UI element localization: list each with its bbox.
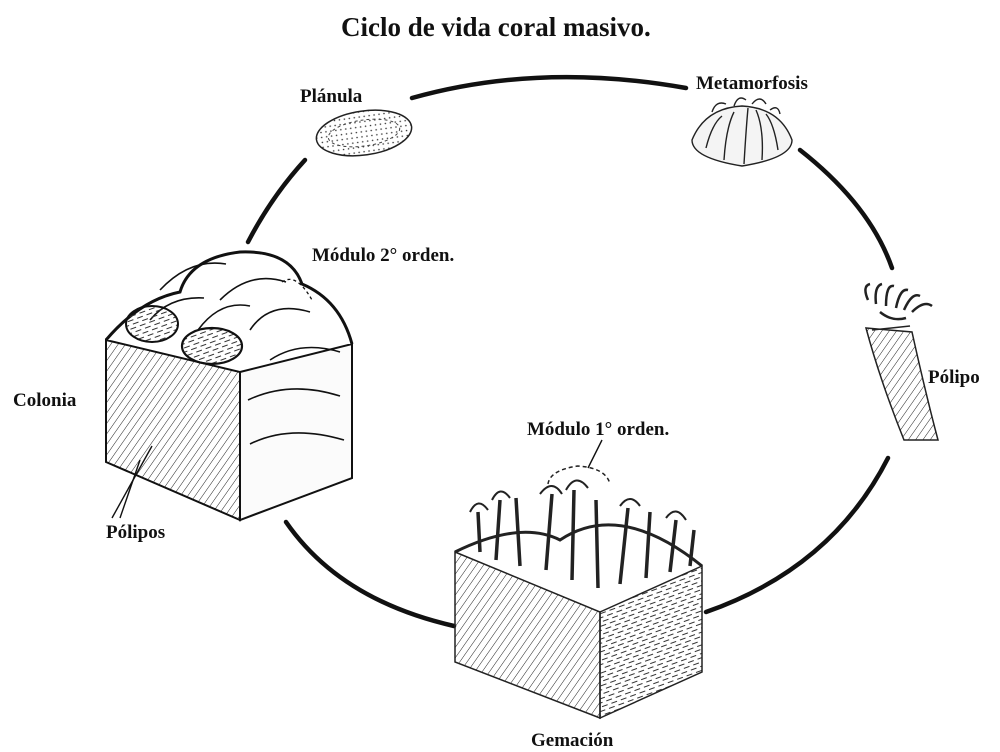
label-modulo1: Módulo 1° orden.: [527, 420, 669, 439]
arc-planula-to-metamorfosis: [412, 77, 686, 98]
label-gemacion: Gemación: [531, 731, 613, 750]
label-colonia: Colonia: [13, 391, 76, 410]
arc-gemacion-to-colonia: [286, 522, 454, 626]
arc-colonia-to-planula: [248, 160, 305, 242]
planula-illustration: [313, 105, 414, 162]
label-metamorfosis: Metamorfosis: [696, 74, 808, 93]
label-planula: Plánula: [300, 87, 362, 106]
leader-modulo1: [588, 440, 602, 468]
gemacion-illustration: [455, 466, 702, 718]
arc-metamorfosis-to-polipo: [800, 150, 892, 268]
diagram-title: Ciclo de vida coral masivo.: [341, 14, 651, 41]
label-modulo2: Módulo 2° orden.: [312, 246, 454, 265]
label-polipo: Pólipo: [928, 368, 980, 387]
arc-polipo-to-gemacion: [706, 458, 888, 612]
label-polipos: Pólipos: [106, 523, 165, 542]
metamorfosis-illustration: [692, 98, 792, 166]
colonia-illustration: [106, 252, 352, 520]
polipo-illustration: [865, 284, 938, 440]
